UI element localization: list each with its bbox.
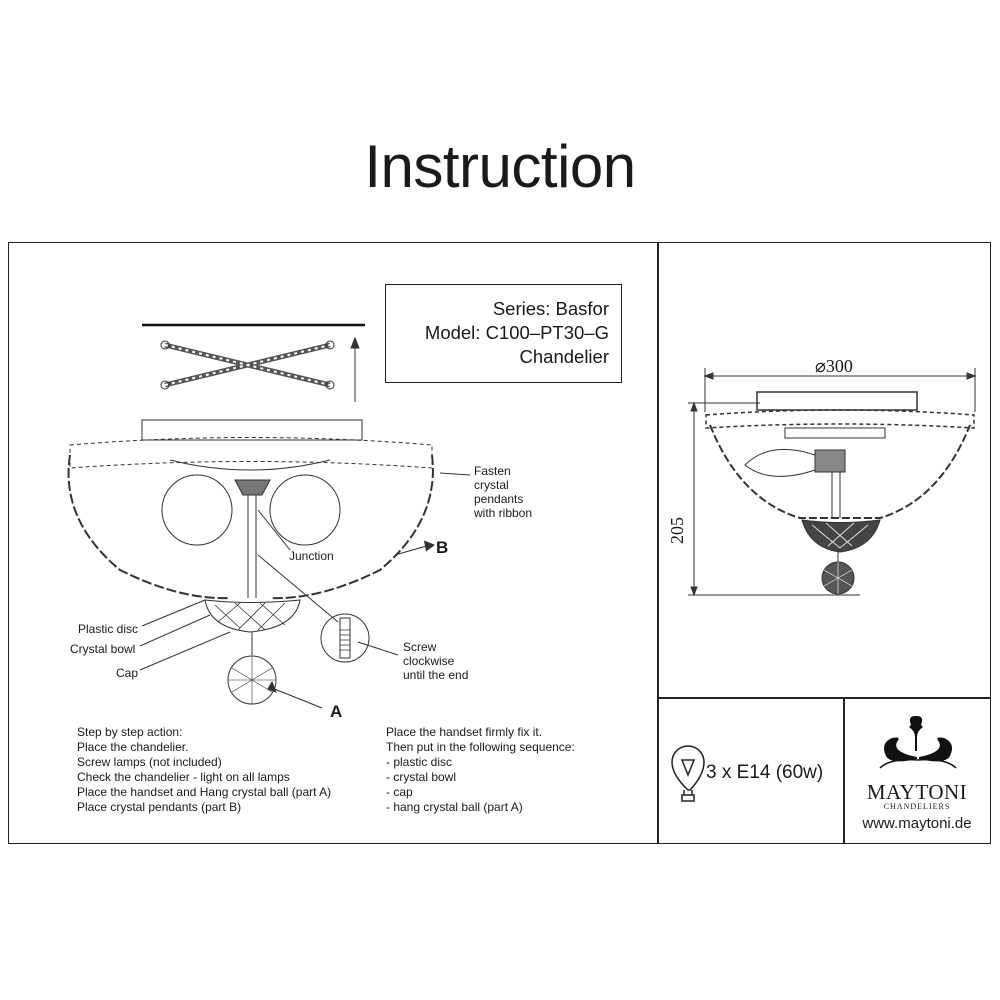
junction-label: Junction <box>289 549 334 563</box>
step: Place the handset and Hang crystal ball … <box>77 785 332 799</box>
step: - crystal bowl <box>386 770 457 784</box>
brand-url[interactable]: www.maytoni.de <box>862 815 972 832</box>
fasten-label: Fasten crystal pendants with ribbon <box>474 464 532 520</box>
part-a-label: A <box>330 702 343 721</box>
instruction-frame <box>8 242 991 844</box>
page-title: Instruction <box>364 133 636 200</box>
product-type: Chandelier <box>519 346 609 367</box>
divider <box>657 697 991 699</box>
screw-line: Screw <box>403 640 437 654</box>
step: Place the handset firmly fix it. <box>386 725 543 739</box>
divider <box>843 697 845 844</box>
step: - plastic disc <box>386 755 453 769</box>
fasten-line: with ribbon <box>474 506 533 520</box>
model: Model: C100–PT30–G <box>424 322 609 343</box>
screw-line: clockwise <box>403 654 455 668</box>
series: Series: Basfor <box>492 298 609 319</box>
screw-label: Screw clockwise until the end <box>403 640 468 682</box>
steps-right: Place the handset firmly fix it. Then pu… <box>386 725 575 815</box>
step: Screw lamps (not included) <box>77 755 222 769</box>
steps-left: Step by step action: Place the chandelie… <box>77 725 331 815</box>
step: - hang crystal ball (part A) <box>386 800 523 814</box>
fasten-line: Fasten <box>474 464 511 478</box>
step: Step by step action: <box>77 725 183 739</box>
plastic-disc-label: Plastic disc <box>78 622 139 636</box>
cap-label: Cap <box>116 666 139 680</box>
brand-subtitle: CHANDELIERS <box>883 802 951 811</box>
diameter-dimension: ⌀300 <box>815 356 853 376</box>
step: - cap <box>386 785 413 799</box>
crystal-bowl-label: Crystal bowl <box>70 642 136 656</box>
fasten-line: crystal <box>474 478 509 492</box>
mounting-bracket <box>160 340 335 390</box>
divider <box>657 242 659 844</box>
lamp-spec: 3 x E14 (60w) <box>706 762 824 783</box>
fasten-line: pendants <box>474 492 524 506</box>
brand-name: MAYTONI <box>866 780 968 804</box>
part-b-label: B <box>436 538 449 557</box>
model-info-box: Series: Basfor Model: C100–PT30–G Chande… <box>385 284 622 383</box>
step: Place the chandelier. <box>77 740 189 754</box>
step: Then put in the following sequence: <box>386 740 575 754</box>
screw-line: until the end <box>403 668 469 682</box>
step: Place crystal pendants (part B) <box>77 800 242 814</box>
step: Check the chandelier - light on all lamp… <box>77 770 290 784</box>
